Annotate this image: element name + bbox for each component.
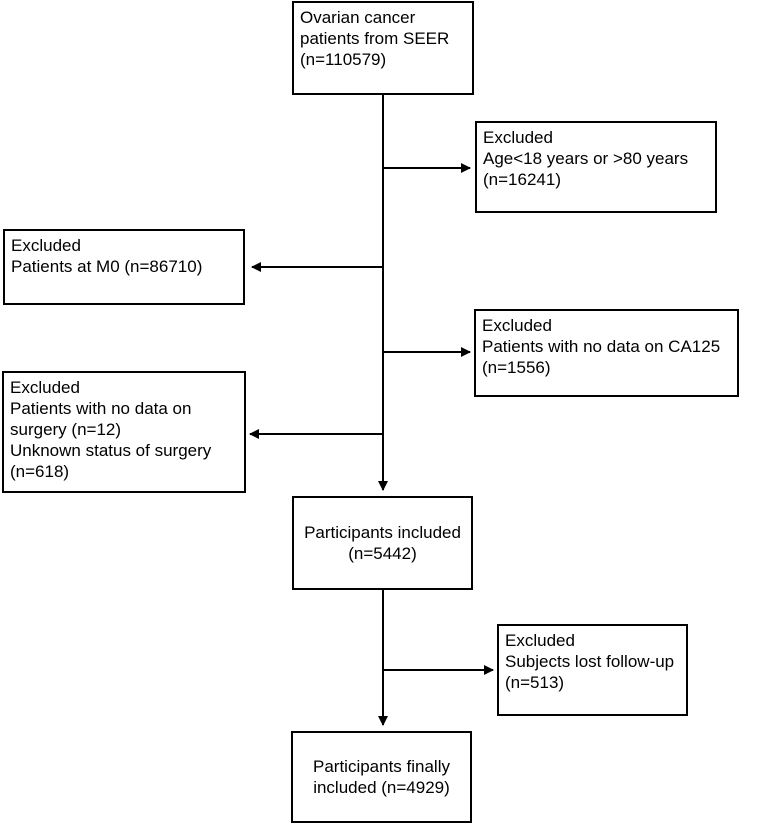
box-start-line-2: patients from SEER: [300, 29, 450, 48]
box-participants-final-line-2: included (n=4929): [313, 778, 450, 797]
box-excluded-surgery-line-4: Unknown status of surgery: [10, 441, 212, 460]
box-excluded-age-line-2: Age<18 years or >80 years: [483, 149, 689, 168]
box-start-line-3: (n=110579): [300, 50, 387, 69]
box-participants-final-line-1: Participants finally: [312, 757, 450, 776]
box-excluded-surgery: Excluded Patients with no data on surger…: [2, 371, 246, 493]
box-excluded-age: Excluded Age<18 years or >80 years (n=16…: [475, 121, 717, 213]
box-participants-included-line-2: (n=5442): [348, 544, 417, 563]
box-excluded-lost-line-2: Subjects lost follow-up: [505, 652, 675, 671]
box-excluded-lost-line-1: Excluded: [505, 631, 575, 650]
box-excluded-m0: Excluded Patients at M0 (n=86710): [3, 229, 245, 305]
box-excluded-ca125: Excluded Patients with no data on CA125 …: [474, 309, 739, 397]
box-participants-included-line-1: Participants included: [304, 523, 461, 542]
box-excluded-m0-line-1: Excluded: [11, 236, 81, 255]
box-excluded-lost-line-3: (n=513): [505, 673, 565, 692]
box-excluded-surgery-line-5: (n=618): [10, 462, 70, 481]
box-participants-included: Participants included (n=5442): [292, 496, 473, 590]
box-excluded-m0-line-2: Patients at M0 (n=86710): [11, 257, 203, 276]
box-excluded-ca125-line-1: Excluded: [482, 316, 552, 335]
box-start: Ovarian cancer patients from SEER (n=110…: [292, 1, 474, 95]
box-excluded-age-line-1: Excluded: [483, 128, 553, 147]
box-excluded-age-line-3: (n=16241): [483, 170, 561, 189]
box-excluded-ca125-line-2: Patients with no data on CA125: [482, 337, 721, 356]
box-excluded-surgery-line-3: surgery (n=12): [10, 420, 122, 439]
box-excluded-lost: Excluded Subjects lost follow-up (n=513): [497, 624, 688, 716]
box-participants-final: Participants finally included (n=4929): [291, 731, 472, 823]
box-excluded-ca125-line-3: (n=1556): [482, 358, 551, 377]
box-excluded-surgery-line-2: Patients with no data on: [10, 399, 192, 418]
box-excluded-surgery-line-1: Excluded: [10, 378, 80, 397]
box-start-line-1: Ovarian cancer: [300, 8, 416, 27]
